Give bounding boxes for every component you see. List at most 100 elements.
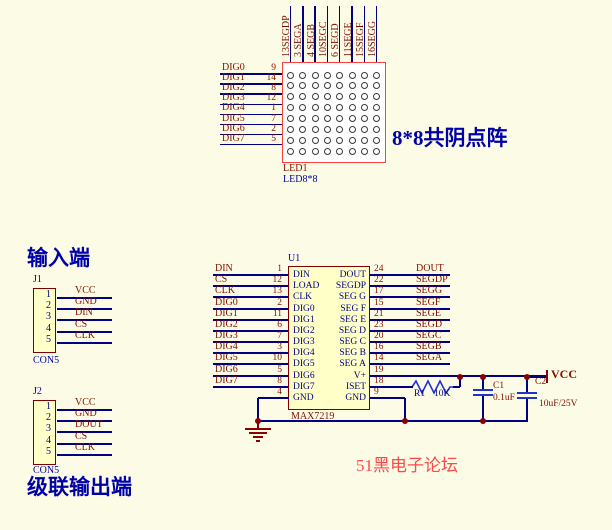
u1-pin-number: 12 [272,275,283,285]
u1-pin-name: DIG0 [293,303,315,314]
u1-pin-number: 17 [374,286,384,296]
u1-pin-number: 23 [374,320,384,330]
led-dot [311,93,319,101]
led-dot [287,104,294,112]
u1-pin-number: 2 [277,298,282,308]
led-dot [299,136,307,144]
led-dot [360,104,368,112]
u1-right-wire [370,296,450,298]
j2-pin-number: 2 [46,412,51,423]
j2-net-label: DOUT [75,419,103,430]
junction-dot [456,373,464,381]
u1-gnd-right-wire-v [404,398,406,421]
junction-dot [401,417,409,425]
u1-pin-number: 24 [374,264,384,274]
u1-pin-name: SEG A [339,358,366,369]
led-dot [299,126,307,133]
u1-pin-number: 19 [374,365,384,375]
led-dot [360,71,368,79]
u1-right-net-label: SEGD [416,319,443,330]
iset-jog-wire [453,386,460,388]
matrix-left-wire [220,143,282,146]
u1-pin-name: SEG C [339,336,366,347]
matrix-left-pin-label: DIG0 [222,62,245,73]
u1-pin-name: DIG3 [293,336,315,347]
led-dot [323,104,331,112]
led-dot [287,82,294,90]
matrix-left-pin-label: DIG5 [222,112,245,124]
led-dot [360,136,368,144]
led-dot [287,147,294,155]
junction-dot [523,373,531,381]
j2-net-label: GND [75,408,97,419]
led-dot [348,71,356,79]
u1-right-net-label: SEGB [416,341,442,352]
u1-pin-number: 21 [374,309,384,319]
matrix-left-wire [220,133,282,136]
j1-pin-number: 2 [46,300,51,311]
matrix-left-pin-label: DIG1 [222,72,245,84]
matrix-left-wire [220,123,282,126]
matrix-top-pin-label: 16SEGG [367,20,379,57]
matrix-top-pin-label: 6 SEGD [330,23,342,57]
led-dot [348,147,356,155]
led-dot [360,147,368,155]
led-dot [336,104,344,112]
u1-left-net-label: CLK [215,285,235,296]
led-dot [373,82,381,90]
vcc-power-bar-icon [546,370,549,383]
ground-bar-icon [256,439,260,442]
u1-left-wire [213,319,288,321]
led-dot [311,82,319,90]
matrix-top-wire [363,6,366,62]
led-dot [287,136,294,144]
j2-ref: J2 [33,386,42,397]
u1-right-wire [370,274,450,276]
led-dot [348,126,356,133]
u1-pin-name: GND [293,392,314,403]
u1-pin-number: 9 [374,387,379,397]
u1-pin-name: DIG4 [293,347,315,358]
j2-wire [57,454,112,456]
ground-lead [257,421,259,428]
matrix-left-pin-number: 14 [266,73,277,84]
j1-wire [57,319,112,321]
u1-pin-name: SEG D [338,325,366,336]
u1-right-wire [370,330,450,332]
u1-right-wire [370,341,450,343]
u1-pin-number: 4 [277,387,282,397]
u1-left-wire [213,375,288,377]
matrix-title: 8*8共阴点阵 [392,126,508,150]
led-dot [336,71,344,79]
led-dot [287,93,294,101]
matrix-left-wire [220,83,282,85]
led-matrix-part: LED8*8 [283,174,318,185]
c2-capacitor-plate [517,396,537,399]
matrix-top-wire [351,6,353,62]
led-dot [348,136,356,144]
led-dot [373,136,381,144]
led-dot [287,115,294,123]
u1-left-wire [213,330,288,332]
j2-net-label: VCC [75,397,96,408]
junction-dot [254,417,262,425]
u1-left-net-label: CS [215,274,228,285]
j1-body [33,288,56,353]
c1-lead-top [482,377,484,390]
matrix-left-pin-label: DIG4 [222,102,245,114]
j2-pin-number: 1 [46,401,51,412]
u1-gnd-left-wire-v [257,398,259,421]
j1-pin-number: 5 [46,334,51,345]
led-dot [323,82,331,90]
u1-pin-name: SEG G [338,291,366,302]
j2-wire [57,409,112,411]
u1-pin-number: 13 [272,286,283,296]
ground-bar-icon [245,427,271,430]
matrix-left-pin-number: 12 [266,93,277,104]
matrix-left-pin-number: 2 [271,123,276,134]
j1-net-label: CS [75,319,88,330]
led-dot [360,115,368,123]
matrix-top-wire [314,6,316,62]
j2-wire [57,443,112,445]
